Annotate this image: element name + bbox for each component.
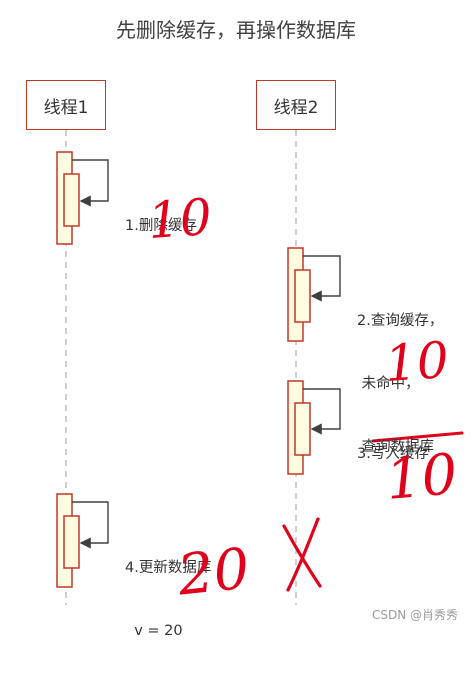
self-message-arrow-step-1: [72, 159, 109, 207]
watermark: CSDN @肖秀秀: [371, 608, 458, 622]
step-2-line-2: 未命中，: [357, 376, 420, 392]
diagram-canvas: [56, 130, 464, 605]
activation-inner-step-1: [63, 173, 80, 227]
handwritten-value-1: 10: [146, 187, 214, 251]
activation-inner-step-3: [294, 402, 311, 456]
step-1-label: 1.删除缓存: [125, 174, 197, 279]
activation-inner-step-2: [294, 269, 311, 323]
step-2-line-1: 2.查询缓存，: [357, 313, 444, 329]
handwritten-value-2: 10: [383, 330, 451, 394]
self-message-arrow-step-2: [303, 255, 341, 302]
step-3-label: 3.写入缓存: [357, 402, 429, 507]
step-3-line-1: 3.写入缓存: [357, 446, 429, 462]
handwritten-divider-stroke: [371, 431, 464, 443]
actor-thread-2: 线程2: [256, 80, 336, 130]
step-1-line-1: 1.删除缓存: [125, 218, 197, 234]
self-message-arrow-step-4: [72, 501, 109, 549]
actor-thread-2-label: 线程2: [273, 97, 319, 118]
self-message-arrow-step-3: [303, 388, 341, 435]
step-2-label: 2.查询缓存， 未命中， 查询数据库: [357, 269, 443, 500]
handwritten-value-4: 20: [174, 536, 253, 609]
step-4-line-1: 4.更新数据库: [125, 560, 212, 576]
handwritten-value-3: 10: [383, 442, 460, 513]
sequence-diagram: 先删除缓存，再操作数据库 线程1 线程2 1.删除缓存 2.查询缓存， 未命中，…: [26, 18, 464, 639]
diagram-title: 先删除缓存，再操作数据库: [116, 18, 356, 42]
handwritten-x-mark: [282, 517, 322, 592]
actor-thread-1: 线程1: [26, 80, 106, 130]
step-2-line-3: 查询数据库: [357, 439, 435, 455]
activation-inner-step-4: [63, 515, 80, 569]
actor-thread-1-label: 线程1: [43, 97, 89, 118]
step-4-line-2: v = 20: [125, 623, 183, 639]
